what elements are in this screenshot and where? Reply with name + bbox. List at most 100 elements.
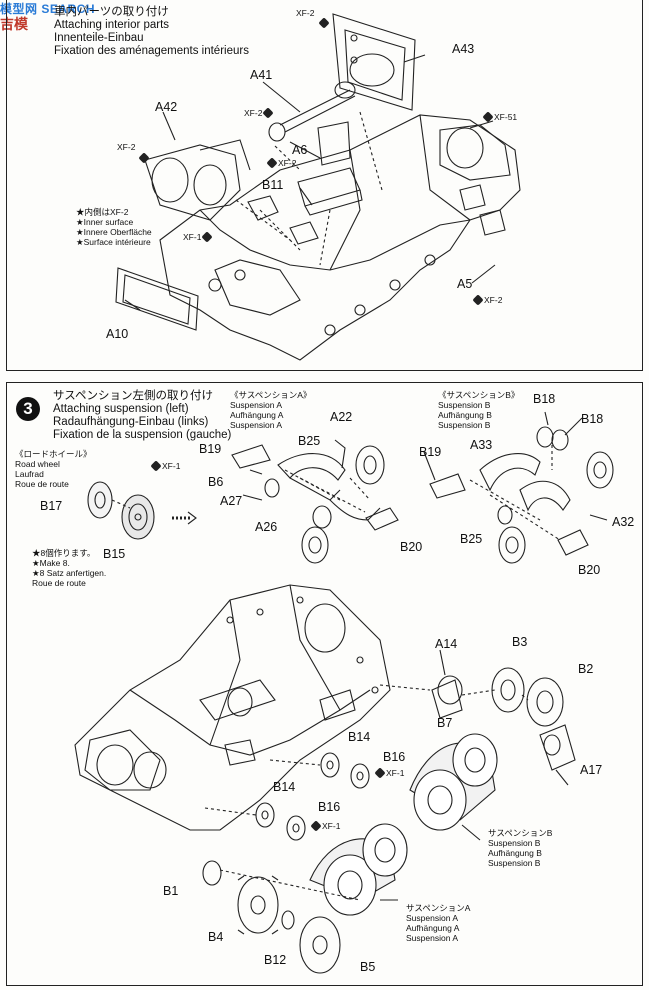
step3-number: 3 bbox=[16, 397, 40, 421]
part-b18a-label: B18 bbox=[533, 392, 556, 406]
main-paint-b: XF-1 bbox=[310, 820, 341, 832]
paint-xf2-left: XF-2 bbox=[117, 142, 135, 152]
part-a26-label: A26 bbox=[255, 520, 278, 534]
main-suspension-a-label: サスペンションA Suspension A Aufhängung A Suspe… bbox=[406, 903, 470, 943]
main-susp-a-de: Aufhängung A bbox=[406, 923, 460, 933]
step2-panel bbox=[6, 0, 643, 371]
make-8-de: ★8 Satz anfertigen. bbox=[32, 568, 107, 578]
step2-diagram bbox=[115, 13, 521, 361]
main-paint-a: XF-1 bbox=[374, 767, 405, 779]
roadwheel-de: Laufrad bbox=[15, 469, 44, 479]
suspension-a-header: 《サスペンションA》 Suspension A Aufhängung A Sus… bbox=[230, 390, 311, 430]
susp-b-fr: Suspension B bbox=[438, 420, 491, 430]
paint-xf1: XF-1 bbox=[183, 231, 214, 243]
step3-title-en: Attaching suspension (left) bbox=[53, 403, 189, 415]
make-8-note: ★8個作ります。 ★Make 8. ★8 Satz anfertigen. Ro… bbox=[32, 548, 106, 588]
part-b16b-label: B16 bbox=[318, 800, 341, 814]
part-b2-label: B2 bbox=[578, 662, 594, 676]
paint-xf2-a41: XF-2 bbox=[244, 107, 275, 119]
main-susp-a-jp: サスペンションA bbox=[406, 903, 471, 913]
paint-xf1-text: XF-1 bbox=[183, 232, 202, 242]
inner-note-jp: ★内側はXF-2 bbox=[76, 207, 129, 217]
part-b25-label-a: B25 bbox=[298, 434, 321, 448]
part-a10-label: A10 bbox=[106, 327, 129, 341]
main-susp-a-en: Suspension A bbox=[406, 913, 458, 923]
watermark-sub: 吉模 bbox=[0, 16, 28, 32]
part-a17-label: A17 bbox=[580, 763, 603, 777]
step3-title-fr: Fixation de la suspension (gauche) bbox=[53, 429, 232, 441]
part-b11-label: B11 bbox=[262, 178, 284, 192]
inner-surface-note: ★内側はXF-2 ★Inner surface ★Innere Oberfläc… bbox=[76, 207, 152, 247]
main-susp-b-de: Aufhängung B bbox=[488, 848, 542, 858]
susp-b-de: Aufhängung B bbox=[438, 410, 492, 420]
part-b14a-label: B14 bbox=[348, 730, 371, 744]
part-b4-label: B4 bbox=[208, 930, 224, 944]
part-a41-label: A41 bbox=[250, 68, 273, 82]
main-susp-b-fr: Suspension B bbox=[488, 858, 541, 868]
step2-title-fr: Fixation des aménagements intérieurs bbox=[54, 45, 249, 57]
part-b3-label: B3 bbox=[512, 635, 528, 649]
part-b18b-label: B18 bbox=[581, 412, 604, 426]
part-b12-label: B12 bbox=[264, 953, 287, 967]
step3-title-jp: サスペンション左側の取り付け bbox=[53, 390, 213, 402]
part-a27-label: A27 bbox=[220, 494, 243, 508]
part-b19-label-b: B19 bbox=[419, 445, 442, 459]
paint-xf51: XF-51 bbox=[482, 111, 518, 123]
susp-a-jp: 《サスペンションA》 bbox=[230, 390, 312, 400]
part-a22-label: A22 bbox=[330, 410, 353, 424]
paint-xf2-b11-text: XF-2 bbox=[278, 158, 297, 168]
roadwheel-paint-text: XF-1 bbox=[162, 461, 181, 471]
part-b20-label-b: B20 bbox=[578, 563, 601, 577]
part-a14-label: A14 bbox=[435, 637, 458, 651]
watermark: 模型网 SEARCH bbox=[0, 2, 96, 16]
paint-xf2-left-text: XF-2 bbox=[117, 142, 136, 152]
susp-a-en: Suspension A bbox=[230, 400, 282, 410]
roadwheel-jp: 《ロードホイール》 bbox=[15, 449, 92, 459]
main-susp-a-fr: Suspension A bbox=[406, 933, 458, 943]
paint-xf2-a5-text: XF-2 bbox=[484, 295, 503, 305]
part-b7-label: B7 bbox=[437, 716, 453, 730]
main-suspension-b-label: サスペンションB Suspension B Aufhängung B Suspe… bbox=[488, 828, 552, 868]
paint-drop-icon bbox=[310, 820, 322, 832]
paint-xf2-a5: XF-2 bbox=[472, 294, 503, 306]
part-b5-label: B5 bbox=[360, 960, 376, 974]
suspension-b-header: 《サスペンションB》 Suspension B Aufhängung B Sus… bbox=[438, 390, 519, 430]
inner-note-de: ★Innere Oberfläche bbox=[76, 227, 152, 237]
step2-title-de: Innenteile-Einbau bbox=[54, 32, 144, 44]
part-b16a-label: B16 bbox=[383, 750, 406, 764]
step3-title: サスペンション左側の取り付け Attaching suspension (lef… bbox=[53, 390, 231, 442]
step3-panel bbox=[6, 382, 643, 986]
main-susp-b-jp: サスペンションB bbox=[488, 828, 553, 838]
main-paint-a-text: XF-1 bbox=[386, 768, 405, 778]
part-b19-label-a: B19 bbox=[199, 442, 222, 456]
paint-xf51-text: XF-51 bbox=[494, 112, 518, 122]
step2-title-en: Attaching interior parts bbox=[54, 19, 170, 31]
part-a42-label: A42 bbox=[155, 100, 178, 114]
make-8-en: ★Make 8. bbox=[32, 558, 70, 568]
part-b25-label-b: B25 bbox=[460, 532, 483, 546]
susp-b-jp: 《サスペンションB》 bbox=[438, 390, 520, 400]
paint-drop-icon bbox=[374, 767, 386, 779]
part-a5-label: A5 bbox=[457, 277, 473, 291]
part-b6-label: B6 bbox=[208, 475, 224, 489]
susp-a-fr: Suspension A bbox=[230, 420, 282, 430]
susp-b-en: Suspension B bbox=[438, 400, 491, 410]
inner-note-fr: ★Surface intérieure bbox=[76, 237, 151, 247]
roadwheel-paint: XF-1 bbox=[150, 460, 181, 472]
part-b20-label-a: B20 bbox=[400, 540, 423, 554]
part-a33-label: A33 bbox=[470, 438, 493, 452]
make-8-fr: Roue de route bbox=[32, 578, 86, 588]
step3-title-de: Radaufhängung-Einbau (links) bbox=[53, 416, 209, 428]
part-b17-label: B17 bbox=[40, 499, 63, 513]
step2-title-jp: 車内パーツの取り付け bbox=[54, 6, 169, 18]
inner-note-en: ★Inner surface bbox=[76, 217, 134, 227]
paint-xf2-a41-text: XF-2 bbox=[244, 108, 263, 118]
paint-xf2-top: XF-2 bbox=[296, 8, 314, 18]
roadwheel-fr: Roue de route bbox=[15, 479, 69, 489]
main-paint-b-text: XF-1 bbox=[322, 821, 341, 831]
part-b14b-label: B14 bbox=[273, 780, 296, 794]
part-a43-label: A43 bbox=[452, 42, 475, 56]
part-b1-label: B1 bbox=[163, 884, 179, 898]
part-a6-label: A6 bbox=[292, 143, 308, 157]
